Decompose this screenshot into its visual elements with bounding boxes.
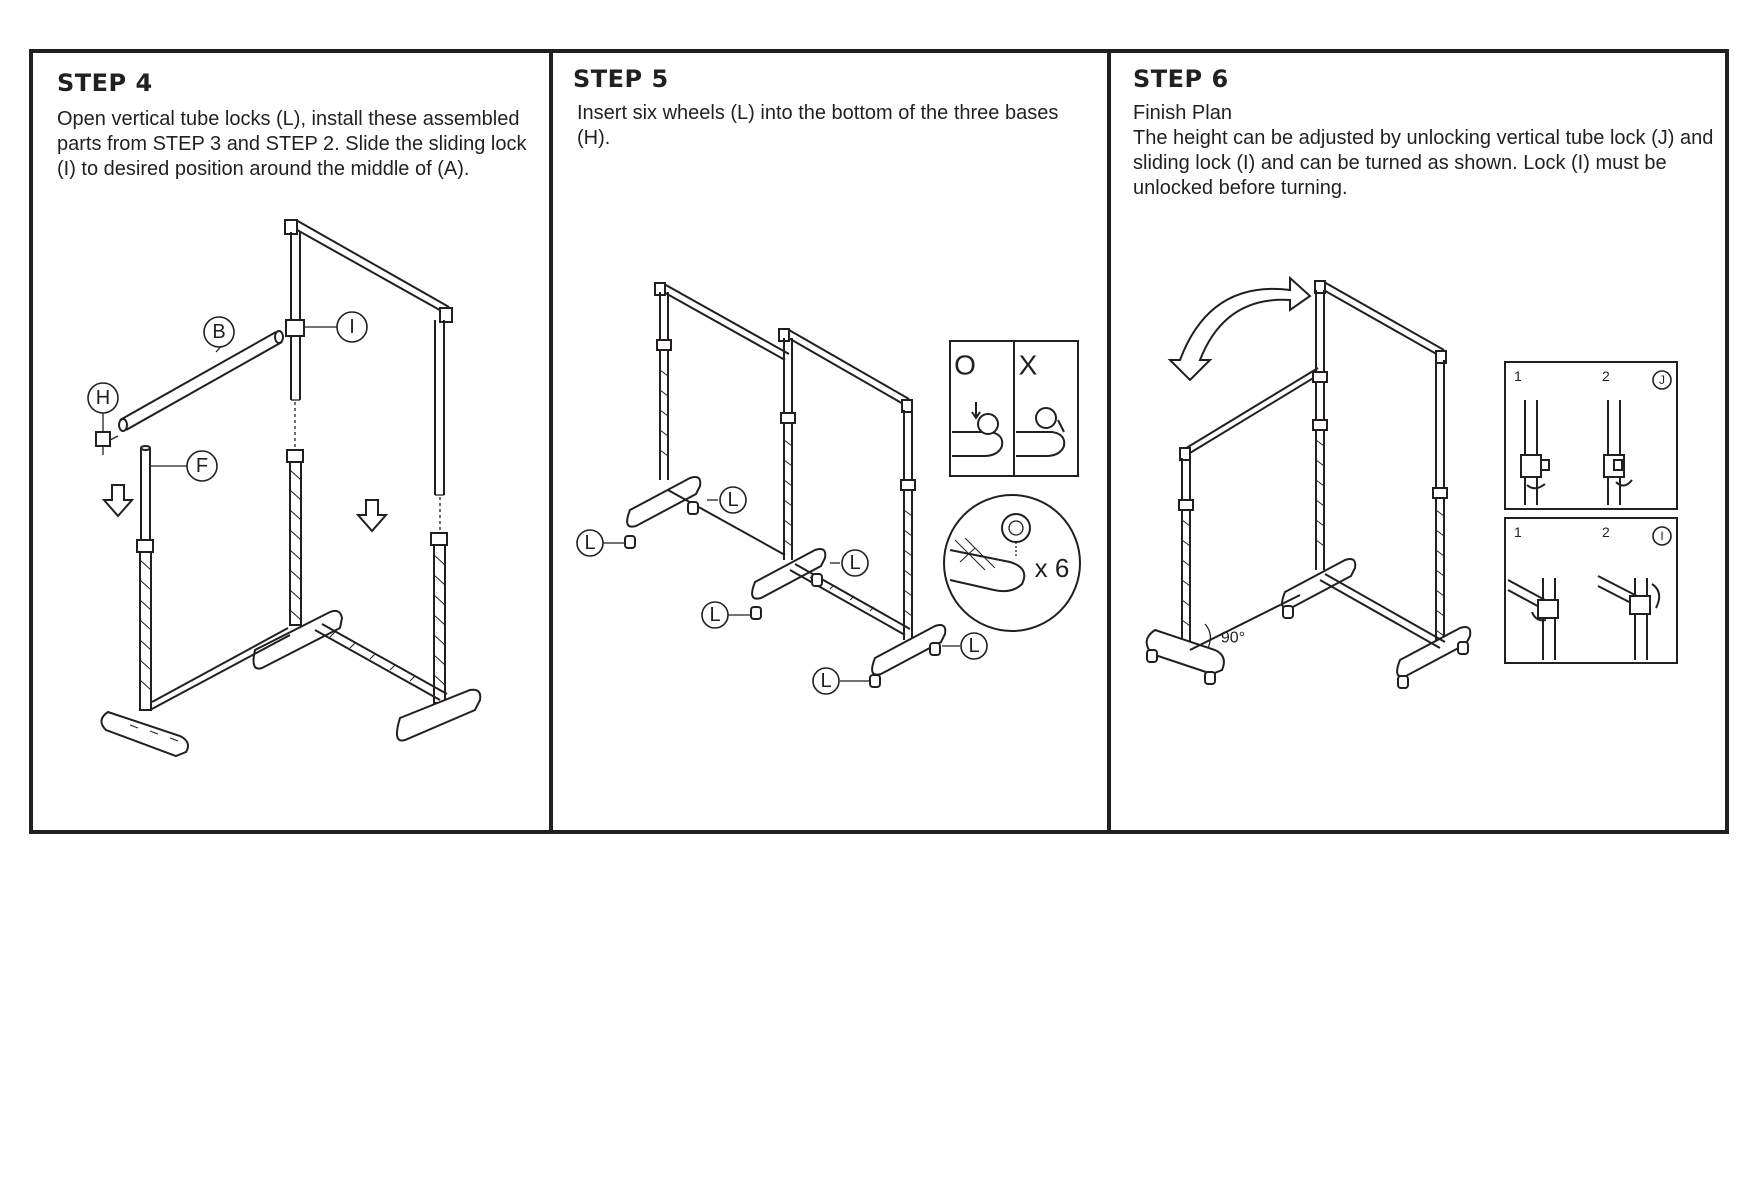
correct-incorrect-detail: O X <box>949 340 1079 477</box>
correct-mark: O <box>954 350 976 381</box>
wheel-insert-detail: x 6 <box>943 494 1081 632</box>
callout-h: H <box>96 387 110 409</box>
instruction-sheet: STEP 4 Open vertical tube locks (L), ins… <box>29 49 1729 834</box>
quantity-label: x 6 <box>1035 553 1070 583</box>
callout-l-1: L <box>727 489 738 511</box>
callout-l-2: L <box>584 532 595 554</box>
step-6-subtitle: Finish Plan <box>1133 102 1232 124</box>
lock-i-detail: 1 2 I <box>1504 517 1678 664</box>
detail-i-tag: I <box>1660 529 1663 543</box>
step-4-panel: STEP 4 Open vertical tube locks (L), ins… <box>33 53 553 830</box>
step-6-instructions: Finish Plan The height can be adjusted b… <box>1133 101 1723 201</box>
callout-l-4: L <box>709 604 720 626</box>
detail-j-step-1: 1 <box>1514 368 1522 384</box>
step-5-rack-illustration: L L L L L L O X <box>576 282 1081 695</box>
detail-j-step-2: 2 <box>1602 368 1610 384</box>
wheel-icons <box>624 501 941 688</box>
detail-i-step-1: 1 <box>1514 524 1522 540</box>
detail-i-step-2: 2 <box>1602 524 1610 540</box>
angle-label: 90° <box>1221 630 1245 647</box>
rotate-arrow-icon <box>1167 275 1312 382</box>
callout-l-6: L <box>820 670 831 692</box>
callout-l-3: L <box>849 552 860 574</box>
callout-f: F <box>196 455 208 477</box>
step-4-instructions: Open vertical tube locks (L), install th… <box>57 108 527 180</box>
lock-j-detail: 1 2 J <box>1504 361 1678 510</box>
callout-i: I <box>349 316 355 338</box>
step-4-rack-illustration: B I H F <box>87 219 482 758</box>
step-6-text: The height can be adjusted by unlocking … <box>1133 127 1714 199</box>
step-6-panel: STEP 6 Finish Plan The height can be adj… <box>1111 53 1725 830</box>
callout-b: B <box>212 321 225 343</box>
step-6-title: STEP 6 <box>1133 65 1229 93</box>
step-6-rack-illustration: 90° 1 2 J 1 2 I <box>1145 275 1678 689</box>
step-5-panel: STEP 5 Insert six wheels (L) into the bo… <box>553 53 1111 830</box>
step-5-instructions: Insert six wheels (L) into the bottom of… <box>577 102 1059 149</box>
incorrect-mark: X <box>1019 350 1038 381</box>
step-5-title: STEP 5 <box>573 65 669 93</box>
callout-l-5: L <box>968 635 979 657</box>
detail-j-tag: J <box>1659 373 1665 387</box>
step-4-title: STEP 4 <box>57 69 153 97</box>
